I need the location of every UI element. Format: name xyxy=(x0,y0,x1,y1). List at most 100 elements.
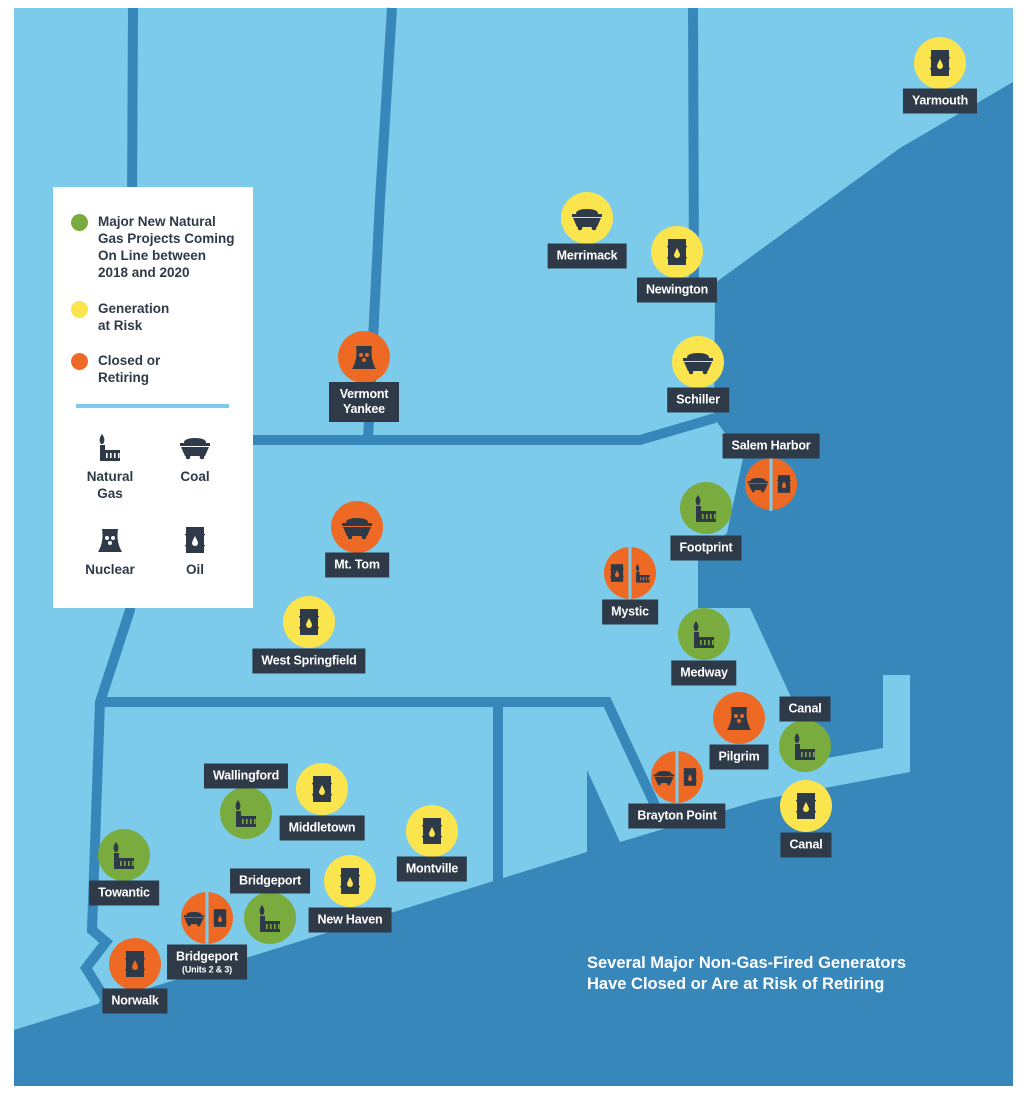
plant-marker-footprint[interactable] xyxy=(679,481,733,535)
legend: Major New Natural Gas Projects Coming On… xyxy=(53,187,253,608)
plant-marker-mt-tom[interactable] xyxy=(330,500,384,554)
plant-label-wallingford: Wallingford xyxy=(203,763,289,789)
plant-marker-towantic[interactable] xyxy=(97,828,151,882)
gas-icon xyxy=(259,905,280,932)
plant-marker-newington[interactable] xyxy=(650,225,704,279)
legend-text: Gas xyxy=(97,486,123,501)
legend-text: Oil xyxy=(185,562,204,577)
map-title: Several Major Non-Gas-Fired Generators H… xyxy=(587,953,906,995)
plant-marker-brayton-point[interactable] xyxy=(650,750,704,804)
plant-marker-yarmouth[interactable] xyxy=(913,36,967,90)
coal-icon xyxy=(180,438,210,460)
plant-label-schiller: Schiller xyxy=(667,387,729,413)
coal-icon xyxy=(183,911,205,927)
oil-icon xyxy=(610,564,624,582)
coal-icon xyxy=(747,477,769,493)
plant-marker-medway[interactable] xyxy=(677,607,731,661)
oil-icon xyxy=(667,239,687,265)
plant-name: West Springfield xyxy=(261,653,357,668)
plant-name: Schiller xyxy=(676,392,720,407)
plant-name: Norwalk xyxy=(111,993,159,1008)
oil-icon xyxy=(299,609,319,635)
legend-text: On Line between xyxy=(98,248,207,263)
coal-icon xyxy=(683,353,713,375)
plant-marker-vermont-yankee[interactable] xyxy=(337,330,391,384)
legend-item-at-risk: Generation at Risk xyxy=(71,300,169,334)
plant-label-yarmouth: Yarmouth xyxy=(902,88,978,114)
gas-icon xyxy=(235,800,256,827)
plant-label-montville: Montville xyxy=(396,856,468,882)
plant-label-salem-harbor: Salem Harbor xyxy=(722,433,820,459)
plant-marker-norwalk[interactable] xyxy=(108,937,162,991)
new_gas-circle xyxy=(220,787,272,839)
plant-marker-salem-harbor[interactable] xyxy=(744,457,798,511)
plant-label-bridgeport: Bridgeport xyxy=(230,868,310,894)
nuclear-icon xyxy=(352,346,376,369)
legend-text: Generation xyxy=(98,301,170,316)
legend-text: Gas Projects Coming xyxy=(98,231,235,246)
oil-icon xyxy=(777,475,791,493)
plant-marker-middletown[interactable] xyxy=(295,762,349,816)
oil-icon xyxy=(796,793,816,819)
plant-marker-mystic[interactable] xyxy=(603,546,657,600)
plant-label-norwalk: Norwalk xyxy=(102,988,168,1014)
plant-name: Yarmouth xyxy=(911,93,969,108)
plant-marker-new-haven[interactable] xyxy=(323,854,377,908)
legend-fuel-oil: Oil xyxy=(150,523,240,578)
new_gas-circle xyxy=(678,608,730,660)
coal-icon xyxy=(572,209,602,231)
plant-marker-pilgrim[interactable] xyxy=(712,691,766,745)
plant-name: Bridgeport xyxy=(239,873,301,888)
plant-name: Middletown xyxy=(288,820,356,835)
legend-text: 2018 and 2020 xyxy=(98,265,190,280)
plant-marker-merrimack[interactable] xyxy=(560,191,614,245)
plant-marker-schiller[interactable] xyxy=(671,335,725,389)
legend-fuel-gas: Natural Gas xyxy=(65,430,155,502)
legend-text: Natural xyxy=(86,469,134,484)
plant-marker-wallingford[interactable] xyxy=(219,786,273,840)
plant-label-canal: Canal xyxy=(780,832,832,858)
plant-marker-montville[interactable] xyxy=(405,804,459,858)
gas-icon xyxy=(693,621,714,648)
legend-text: Nuclear xyxy=(85,562,135,577)
title-line: Have Closed or Are at Risk of Retiring xyxy=(587,975,885,993)
legend-divider xyxy=(76,404,229,408)
new_gas-circle xyxy=(98,829,150,881)
plant-name: Vermont Yankee xyxy=(339,387,389,416)
plant-marker-west-springfield[interactable] xyxy=(282,595,336,649)
plant-label-brayton-point: Brayton Point xyxy=(628,803,726,829)
plant-marker-bridgeport[interactable] xyxy=(180,891,234,945)
plant-name: New Haven xyxy=(317,912,383,927)
plant-name: Canal xyxy=(788,701,822,716)
border-ma-north xyxy=(130,413,717,445)
plant-marker-canal[interactable] xyxy=(778,719,832,773)
legend-fuel-nuclear: Nuclear xyxy=(65,523,155,578)
plant-marker-bridgeport[interactable] xyxy=(243,891,297,945)
oil-icon xyxy=(683,768,697,786)
plant-name: Pilgrim xyxy=(718,749,760,764)
gas-icon xyxy=(794,733,815,760)
orange-dot-icon xyxy=(71,353,88,370)
plant-label-mystic: Mystic xyxy=(602,599,658,625)
gas-icon xyxy=(635,564,650,583)
nuclear-icon xyxy=(98,529,122,552)
legend-fuel-coal: Coal xyxy=(150,430,240,485)
oil-icon xyxy=(930,50,950,76)
plant-label-footprint: Footprint xyxy=(670,535,742,561)
legend-text: Retiring xyxy=(98,370,150,385)
plant-name: Newington xyxy=(645,282,709,297)
plant-label-west-springfield: West Springfield xyxy=(252,648,366,674)
gas-icon xyxy=(695,495,716,522)
legend-item-new-gas: Major New Natural Gas Projects Coming On… xyxy=(71,213,235,281)
title-line: Several Major Non-Gas-Fired Generators xyxy=(587,954,907,972)
new_gas-circle xyxy=(244,892,296,944)
plant-label-pilgrim: Pilgrim xyxy=(709,744,769,770)
plant-label-vermont-yankee: Vermont Yankee xyxy=(329,382,399,422)
plant-name: Salem Harbor xyxy=(731,438,811,453)
oil-icon xyxy=(185,527,205,553)
plant-marker-canal[interactable] xyxy=(779,779,833,833)
legend-text: Major New Natural xyxy=(98,214,216,229)
new_gas-circle xyxy=(779,720,831,772)
coal-icon xyxy=(342,518,372,540)
yellow-dot-icon xyxy=(71,301,88,318)
